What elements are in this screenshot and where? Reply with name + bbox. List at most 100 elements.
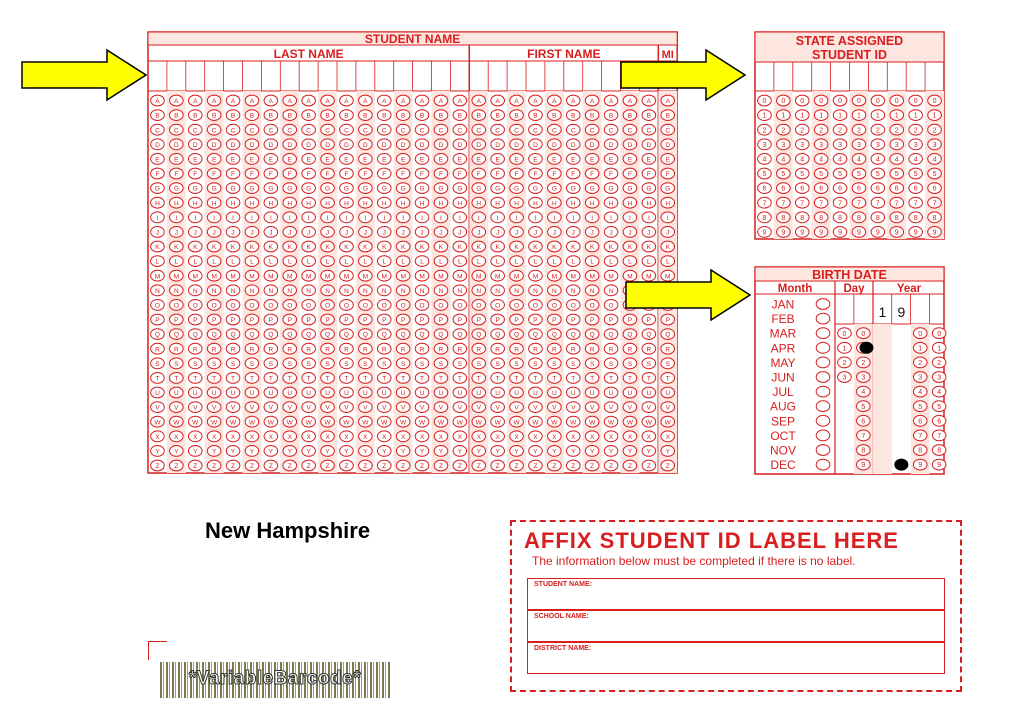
name-bubble[interactable] — [150, 445, 165, 457]
name-bubble[interactable] — [660, 313, 676, 326]
id-bubble[interactable] — [908, 138, 923, 151]
name-bubble[interactable] — [622, 401, 638, 414]
name-bubble[interactable] — [320, 138, 335, 151]
name-bubble[interactable] — [206, 109, 222, 121]
name-bubble[interactable] — [603, 372, 619, 384]
name-bubble[interactable] — [150, 196, 165, 209]
id-bubble[interactable] — [813, 109, 829, 121]
name-bubble[interactable] — [263, 211, 279, 224]
name-bubble[interactable] — [320, 445, 335, 457]
name-bubble[interactable] — [603, 459, 619, 472]
name-bubble[interactable] — [452, 255, 468, 268]
name-bubble[interactable] — [414, 430, 430, 443]
name-bubble[interactable] — [528, 313, 543, 326]
name-bubble[interactable] — [622, 357, 638, 370]
name-bubble[interactable] — [282, 328, 298, 341]
name-bubble[interactable] — [584, 357, 600, 370]
year-tens-bubble[interactable] — [912, 400, 928, 413]
name-bubble[interactable] — [339, 445, 354, 457]
id-bubble[interactable] — [908, 196, 923, 209]
year-tens-bubble[interactable] — [912, 341, 928, 354]
name-bubble[interactable] — [565, 372, 581, 384]
name-bubble[interactable] — [376, 109, 392, 121]
id-bubble[interactable] — [851, 94, 867, 107]
name-bubble[interactable] — [320, 94, 335, 107]
name-bubble[interactable] — [282, 401, 298, 414]
name-bubble[interactable] — [395, 109, 411, 121]
name-bubble[interactable] — [225, 284, 241, 297]
name-bubble[interactable] — [206, 445, 222, 457]
name-bubble[interactable] — [452, 138, 468, 151]
name-bubble[interactable] — [395, 123, 411, 136]
id-bubble[interactable] — [776, 138, 791, 151]
name-bubble[interactable] — [471, 372, 487, 384]
name-bubble[interactable] — [547, 284, 562, 297]
name-bubble[interactable] — [339, 459, 354, 472]
name-bubble[interactable] — [547, 167, 562, 180]
name-bubble[interactable] — [187, 386, 203, 399]
name-bubble[interactable] — [320, 211, 335, 224]
name-bubble[interactable] — [641, 445, 657, 457]
name-bubble[interactable] — [414, 372, 430, 384]
name-bubble[interactable] — [187, 445, 203, 457]
name-bubble[interactable] — [150, 430, 165, 443]
name-bubble[interactable] — [301, 445, 316, 457]
name-bubble[interactable] — [206, 269, 222, 282]
name-bubble[interactable] — [358, 372, 373, 384]
name-bubble[interactable] — [187, 255, 203, 268]
name-bubble[interactable] — [433, 94, 449, 107]
name-bubble[interactable] — [376, 138, 392, 151]
name-bubble[interactable] — [490, 182, 505, 195]
name-bubble[interactable] — [150, 459, 165, 472]
id-bubble[interactable] — [927, 138, 942, 151]
name-bubble[interactable] — [187, 182, 203, 195]
name-bubble[interactable] — [509, 299, 524, 311]
name-bubble[interactable] — [169, 269, 184, 282]
name-bubble[interactable] — [603, 123, 619, 136]
id-bubble[interactable] — [776, 123, 791, 136]
name-bubble[interactable] — [622, 196, 638, 209]
name-bubble[interactable] — [150, 153, 165, 165]
name-bubble[interactable] — [603, 415, 619, 428]
name-bubble[interactable] — [376, 94, 392, 107]
name-bubble[interactable] — [641, 415, 657, 428]
id-bubble[interactable] — [813, 138, 829, 151]
name-bubble[interactable] — [452, 196, 468, 209]
name-bubble[interactable] — [225, 255, 241, 268]
name-bubble[interactable] — [565, 255, 581, 268]
name-bubble[interactable] — [414, 123, 430, 136]
name-bubble[interactable] — [263, 182, 279, 195]
name-bubble[interactable] — [244, 109, 260, 121]
name-bubble[interactable] — [528, 342, 543, 355]
name-bubble[interactable] — [169, 459, 184, 472]
name-bubble[interactable] — [414, 445, 430, 457]
name-bubble[interactable] — [490, 372, 505, 384]
name-bubble[interactable] — [641, 109, 657, 121]
name-bubble[interactable] — [509, 240, 524, 253]
name-bubble[interactable] — [433, 342, 449, 355]
name-bubble[interactable] — [187, 299, 203, 311]
name-bubble[interactable] — [414, 109, 430, 121]
name-bubble[interactable] — [358, 138, 373, 151]
id-bubble[interactable] — [889, 211, 905, 224]
name-bubble[interactable] — [150, 328, 165, 341]
day-ones-bubble[interactable] — [856, 356, 871, 369]
name-bubble[interactable] — [660, 459, 676, 472]
name-bubble[interactable] — [244, 459, 260, 472]
id-bubble[interactable] — [794, 123, 810, 136]
name-bubble[interactable] — [339, 182, 354, 195]
name-bubble[interactable] — [395, 299, 411, 311]
name-bubble[interactable] — [584, 138, 600, 151]
name-bubble[interactable] — [301, 415, 316, 428]
name-bubble[interactable] — [358, 284, 373, 297]
id-bubble[interactable] — [813, 167, 829, 180]
day-tens-bubble[interactable] — [837, 341, 852, 354]
year-ones-bubble[interactable] — [931, 414, 947, 427]
year-ones-bubble[interactable] — [931, 327, 947, 340]
name-bubble[interactable] — [169, 153, 184, 165]
name-bubble[interactable] — [169, 415, 184, 428]
name-bubble[interactable] — [263, 153, 279, 165]
name-bubble[interactable] — [187, 153, 203, 165]
name-bubble[interactable] — [490, 342, 505, 355]
id-bubble[interactable] — [832, 109, 848, 121]
